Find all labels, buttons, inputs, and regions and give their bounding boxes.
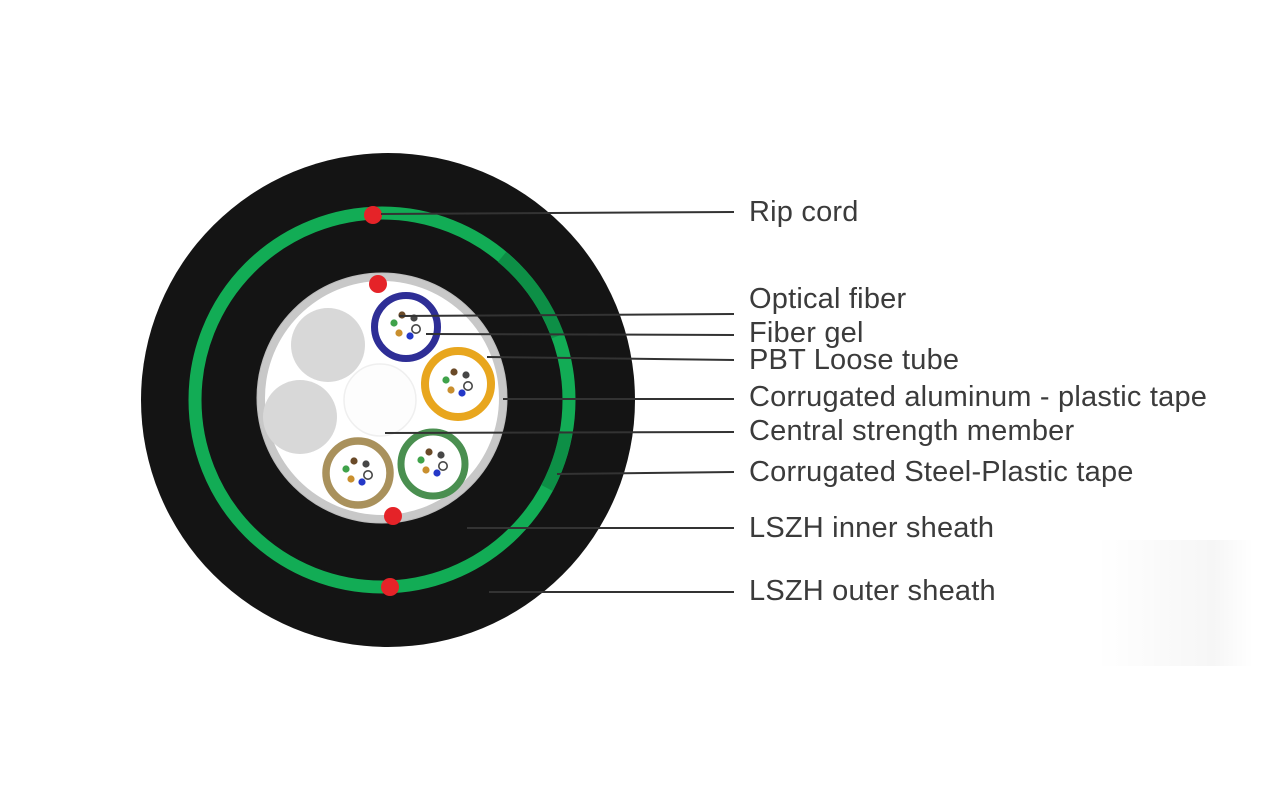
steel-tape-dark-segment [497, 251, 565, 339]
rip-cord-dot [364, 206, 382, 224]
optical-fiber-dot [422, 466, 430, 474]
leader-line-optical-fiber [398, 313, 735, 317]
loose-tube-brown [322, 437, 394, 509]
steel-tape-dark-segment [541, 430, 573, 492]
optical-fiber-dot [442, 376, 450, 384]
optical-fiber-dot [410, 323, 421, 334]
optical-fiber-dot [350, 457, 358, 465]
optical-fiber-dot [406, 332, 414, 340]
optical-fiber-dot [462, 380, 473, 391]
optical-fiber-dot [450, 368, 458, 376]
filler-rod [263, 380, 337, 454]
optical-fiber-dot [362, 469, 373, 480]
fiber-gel [406, 437, 460, 491]
label-optical-fiber: Optical fiber [749, 283, 907, 316]
rip-cord-dot [384, 507, 402, 525]
label-lszh-inner-sheath: LSZH inner sheath [749, 512, 995, 545]
loose-tube-green [397, 428, 469, 500]
optical-fiber-dot [447, 386, 455, 394]
optical-fiber-dot [437, 460, 448, 471]
optical-fiber-dot [458, 389, 466, 397]
leader-line-fiber-gel [425, 333, 735, 336]
optical-fiber-dot [425, 448, 433, 456]
label-fiber-gel: Fiber gel [749, 317, 864, 350]
optical-fiber-dot [347, 475, 355, 483]
leader-line-pbt-loose-tube [486, 356, 735, 361]
leader-line-central-strength-member [384, 431, 735, 434]
optical-fiber-dot [417, 456, 425, 464]
fiber-gel [431, 357, 485, 411]
optical-fiber-dot [390, 319, 398, 327]
rip-cord-dot [369, 275, 387, 293]
fiber-gel [379, 300, 433, 354]
optical-fiber-dot [342, 465, 350, 473]
label-pbt-loose-tube: PBT Loose tube [749, 344, 960, 377]
label-central-strength-member: Central strength member [749, 415, 1075, 448]
optical-fiber-dot [437, 451, 445, 459]
leader-line-corrugated-steel [556, 471, 735, 475]
filler-rod [291, 308, 365, 382]
optical-fiber-dot [433, 469, 441, 477]
loose-tube-yellow [421, 347, 495, 421]
label-corrugated-aluminum-plastic-tape: Corrugated aluminum - plastic tape [749, 381, 1208, 414]
optical-fiber-dot [462, 371, 470, 379]
rip-cord-dot [381, 578, 399, 596]
loose-tube-blue [371, 292, 441, 362]
optical-fiber-dot [358, 478, 366, 486]
leader-lines [380, 211, 735, 593]
label-corrugated-steel-plastic-tape: Corrugated Steel-Plastic tape [749, 456, 1134, 489]
optical-fiber-dot [395, 329, 403, 337]
leader-line-rip-cord [380, 211, 735, 215]
label-lszh-outer-sheath: LSZH outer sheath [749, 575, 996, 608]
optical-fiber-dot [362, 460, 370, 468]
fiber-gel [331, 446, 385, 500]
label-rip-cord: Rip cord [749, 196, 859, 229]
central-strength-member-circle [343, 363, 417, 437]
